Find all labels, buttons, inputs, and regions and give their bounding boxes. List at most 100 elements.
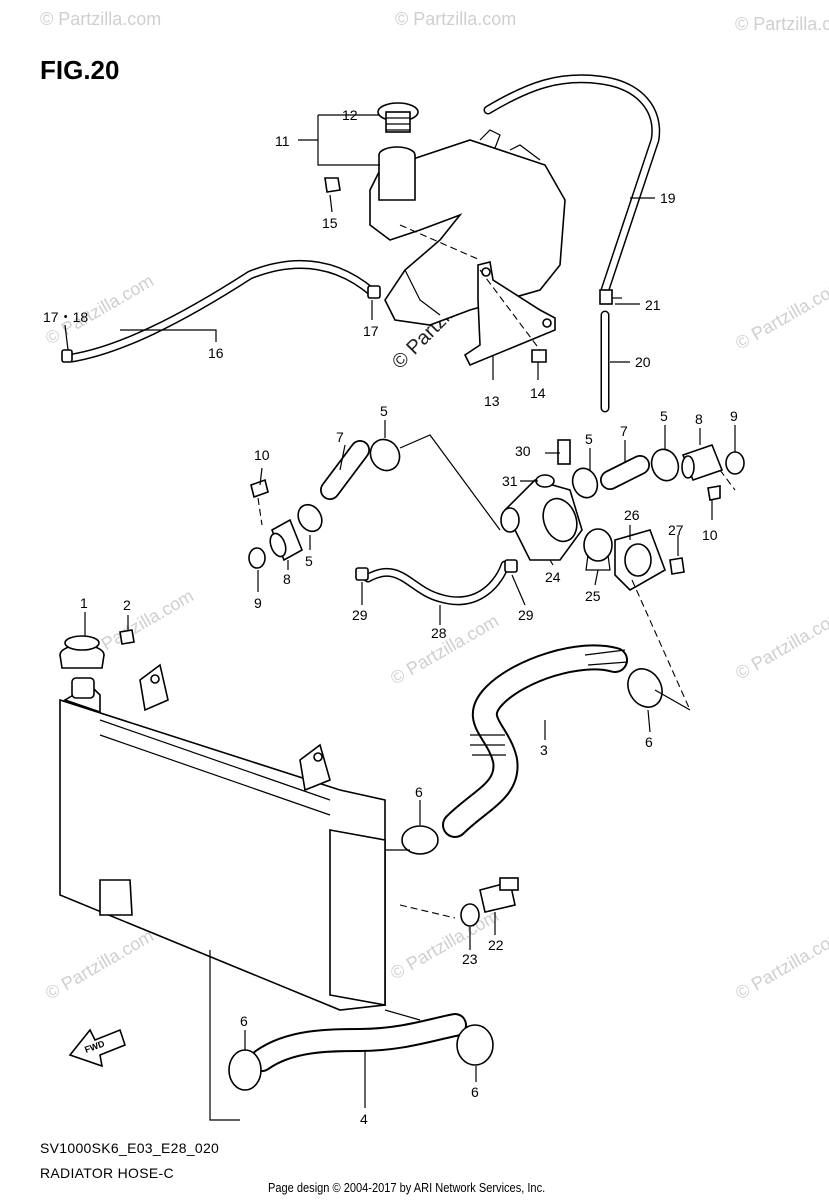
part-label: 6 (645, 734, 653, 750)
part-label: 8 (283, 571, 291, 587)
part-label: 13 (484, 393, 500, 409)
part-label: 5 (380, 403, 388, 419)
sensor-30 (557, 439, 571, 465)
part-label: 10 (702, 527, 718, 543)
part-label: 6 (415, 784, 423, 800)
bolt-14 (531, 349, 547, 363)
hose-7-right (600, 455, 650, 490)
oring-9-left (248, 547, 266, 569)
fan-switch-22 (479, 877, 519, 913)
radiator (59, 663, 386, 1011)
thermostat-25 (583, 528, 613, 571)
part-label: 5 (305, 553, 313, 569)
part-label: 24 (545, 569, 561, 585)
watermark-text: © Partzilla.com (42, 925, 157, 1003)
oring-9-right (725, 451, 745, 475)
part-label: 7 (336, 429, 344, 445)
part-label: 29 (518, 607, 534, 623)
part-label: 11 (275, 133, 290, 149)
watermark-text: © Partzilla.com (732, 605, 829, 683)
part-label: 2 (123, 597, 131, 613)
part-label: 26 (624, 507, 640, 523)
clip-29-right (504, 559, 518, 573)
hose-7-left (320, 440, 370, 500)
clamp-5-right-a (571, 467, 599, 499)
filler-neck (378, 146, 416, 201)
part-label: 12 (342, 107, 358, 123)
figure-title: FIG.20 (40, 55, 120, 85)
part-label: 27 (668, 522, 684, 538)
watermark-text: © Partzilla.com (732, 275, 829, 353)
part-label: 25 (585, 588, 601, 604)
part-label: 29 (352, 607, 368, 623)
clip-17-18 (61, 349, 73, 363)
fitting-8-left (269, 518, 304, 562)
part-label: 10 (254, 447, 270, 463)
clamp-6-lower-left (228, 1049, 262, 1091)
watermark-text: © Partzilla.com (395, 9, 516, 29)
clip-17 (367, 285, 381, 299)
forward-arrow-icon: FWD (68, 1028, 126, 1068)
clamp-5-right-b (650, 448, 680, 482)
watermark-text: © Partzilla.com (40, 9, 161, 29)
reservoir-bracket (463, 261, 556, 367)
leader-lines (64, 114, 736, 1108)
thermostat-cover-26 (614, 529, 666, 591)
radiator-cap-1 (59, 635, 105, 669)
part-label: 5 (660, 408, 668, 424)
thermostat-housing-24 (500, 479, 583, 561)
part-label: 5 (585, 431, 593, 447)
watermark-text: © Partzilla.com (387, 905, 502, 983)
bolt-10-right (707, 485, 721, 501)
radiator-hose-3 (442, 644, 629, 838)
figure-name: RADIATOR HOSE-C (40, 1165, 174, 1181)
bolt-10-left (250, 478, 269, 499)
part-label: 31 (502, 473, 518, 489)
washer-31 (535, 474, 555, 488)
part-label: 1 (80, 595, 88, 611)
bolt-15 (324, 177, 341, 193)
reservoir-cap (377, 102, 419, 133)
part-label: 4 (360, 1111, 368, 1127)
part-label: 15 (322, 215, 338, 231)
part-label: 6 (240, 1013, 248, 1029)
figure-code: SV1000SK6_E03_E28_020 (40, 1140, 220, 1156)
part-label: 17・18 (43, 309, 88, 325)
clamp-6-lower-right (456, 1024, 494, 1066)
part-label: 19 (660, 190, 676, 206)
bolt-27 (669, 557, 685, 575)
part-label: 7 (620, 423, 628, 439)
part-label: 9 (254, 595, 262, 611)
part-label: 20 (635, 354, 651, 370)
joint-21 (599, 289, 622, 305)
fitting-8-right (681, 443, 724, 482)
part-label: 3 (540, 742, 548, 758)
part-label: 23 (462, 951, 478, 967)
clamp-6-top (627, 668, 663, 708)
screw-2 (119, 629, 135, 645)
clip-29-left (355, 567, 369, 581)
watermark-text: © Partzilla.com (735, 14, 829, 34)
part-label: 21 (645, 297, 661, 313)
clamp-5-left-top (369, 438, 401, 472)
part-label: 8 (695, 411, 703, 427)
clamp-6-mid (401, 825, 439, 855)
hose-16 (67, 260, 377, 363)
part-label: 30 (515, 443, 531, 459)
part-labels: 12 11 15 19 21 20 17・18 16 17 13 14 5 7 … (43, 107, 738, 1127)
oring-23 (460, 903, 480, 927)
hose-19 (483, 74, 661, 295)
clamp-5-left-bottom (297, 503, 323, 533)
part-label: 28 (431, 625, 447, 641)
part-label: 17 (363, 323, 379, 339)
watermark-text: © Partzilla.com (732, 925, 829, 1003)
part-label: 6 (471, 1084, 479, 1100)
part-label: 16 (208, 345, 224, 361)
part-label: 9 (730, 408, 738, 424)
part-label: 14 (530, 385, 546, 401)
copyright-credit: Page design © 2004-2017 by ARI Network S… (268, 1180, 546, 1195)
part-label: 22 (488, 937, 504, 953)
radiator-hose-4 (250, 1013, 467, 1072)
